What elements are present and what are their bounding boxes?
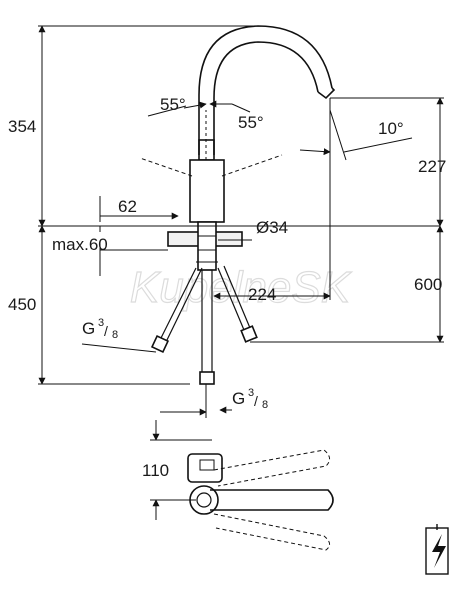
spout-tip <box>317 87 336 100</box>
dim-angle-right: 55° <box>238 113 264 132</box>
faucet-side-view <box>139 25 336 385</box>
lever-rotated-left <box>139 157 193 177</box>
plan-spout <box>210 489 334 511</box>
dim-plan-offset: 110 <box>142 461 169 480</box>
spout-outline <box>198 25 333 155</box>
dim-hose-to-outlet: 600 <box>414 275 442 294</box>
svg-text:3: 3 <box>248 387 254 399</box>
dim-outlet-height: 227 <box>418 157 446 176</box>
thread-label-left: G 3 / 8 <box>82 317 118 341</box>
faucet-body <box>189 159 225 223</box>
dim-hole-diameter: Ø34 <box>256 218 288 237</box>
svg-text:8: 8 <box>262 399 268 411</box>
plan-body <box>187 453 223 483</box>
dim-spout-tilt: 10° <box>378 119 404 138</box>
dimension-lines <box>38 25 444 418</box>
plan-spout-rotated-up <box>213 449 330 487</box>
faucet-plan-view <box>187 449 334 551</box>
plan-dimension <box>150 420 212 520</box>
left-hose-fitting <box>150 334 170 354</box>
plan-spout-rotated-down <box>213 513 330 551</box>
spout-inner-outline <box>213 41 319 155</box>
svg-text:G: G <box>232 389 245 408</box>
thread-label-right: G 3 / 8 <box>232 387 268 411</box>
dim-below-worktop: 450 <box>8 295 36 314</box>
pressure-arrow-icon <box>425 524 449 575</box>
dimension-labels: 354 450 55° 55° 10° 227 62 Ø34 max.60 22… <box>8 95 446 480</box>
svg-text:3: 3 <box>98 317 104 329</box>
dim-angle-left: 55° <box>160 95 186 114</box>
shank <box>197 221 217 271</box>
dim-max-worktop: max.60 <box>52 235 108 254</box>
plan-cartridge <box>199 459 215 471</box>
svg-text:8: 8 <box>112 329 118 341</box>
center-hose-fitting <box>199 371 215 385</box>
dim-overall-height: 354 <box>8 117 36 136</box>
lever-rotated-right <box>221 154 283 177</box>
dim-spout-reach: 224 <box>248 285 276 304</box>
svg-text:/: / <box>254 393 258 409</box>
watermark-text: KupelneSK <box>130 263 352 312</box>
right-hose-fitting <box>240 325 258 343</box>
left-hose <box>159 267 197 341</box>
svg-text:G: G <box>82 319 95 338</box>
svg-text:/: / <box>104 323 108 339</box>
dim-base-width: 62 <box>118 197 137 216</box>
